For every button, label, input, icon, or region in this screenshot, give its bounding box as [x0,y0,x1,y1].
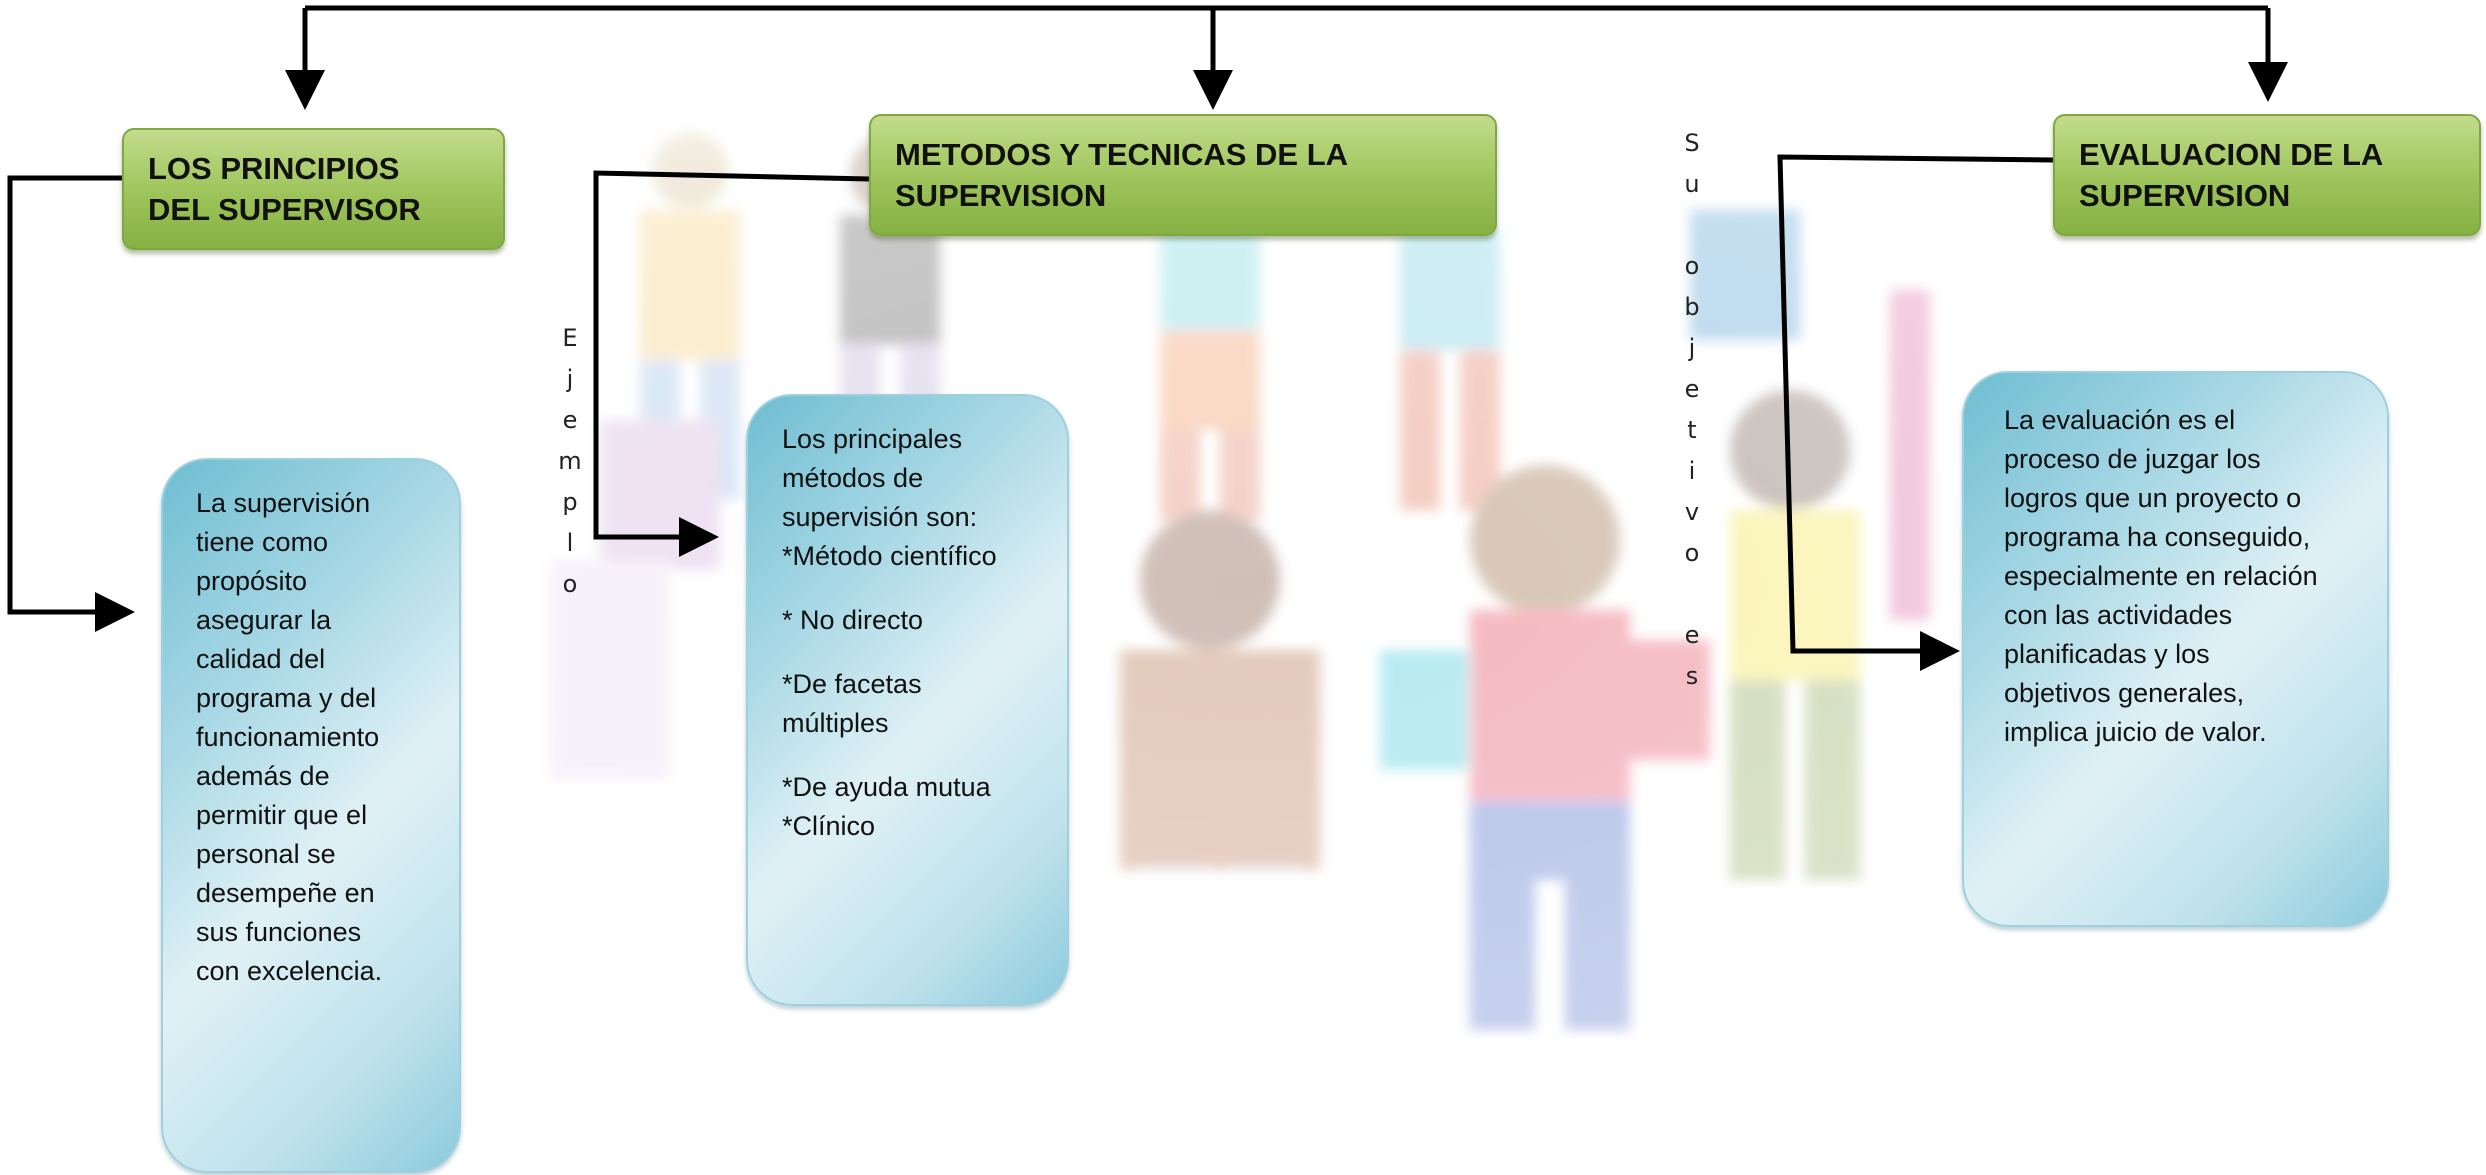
ejemplo-letter: j [566,365,574,393]
su-objetivos-letter: u [1684,170,1700,198]
su-objetivos-letter: j [1688,334,1696,362]
text-line: objetivos generales, [2004,678,2245,708]
arrow-methods-to-box [593,170,871,557]
arrow-principles-to-box [7,175,135,632]
su-objetivos-letter: o [1684,539,1700,567]
su-objetivos-letter: o [1684,252,1700,280]
method-item: múltiples [782,708,889,738]
su-objetivos-letter: s [1685,662,1699,690]
text-line: permitir que el [196,800,368,830]
method-item: *De facetas [782,669,922,699]
su-objetivos-letter: e [1684,375,1700,403]
evaluation-header: EVALUACION DE LA SUPERVISION [2053,114,2481,236]
text-line: implica juicio de valor. [2004,717,2267,747]
text-line: métodos de [782,463,924,493]
text-line: proceso de juzgar los [2004,444,2261,474]
text-line: desempeñe en [196,878,375,908]
method-item: *Clínico [782,811,876,841]
su-objetivos-letter: b [1684,293,1700,321]
ejemplo-letter: e [562,406,578,434]
methods-text: Los principales métodos de supervisión s… [782,420,1047,846]
su-objetivos-letter: v [1684,498,1700,526]
principles-content-box: La supervisión tiene como propósito aseg… [161,458,461,1173]
text-line: propósito [196,566,308,596]
text-line: calidad del [196,644,326,674]
text-line: con las actividades [2004,600,2233,630]
text-line: especialmente en relación [2004,561,2318,591]
principles-text: La supervisión tiene como propósito aseg… [196,484,435,991]
methods-content-box: Los principales métodos de supervisión s… [746,394,1069,1006]
text-line: Los principales [782,424,963,454]
su-objetivos-label: S u o b j e t i v o e s [1677,123,1707,697]
su-objetivos-letter: e [1684,621,1700,649]
su-objetivos-letter: S [1684,129,1700,157]
arrow-evaluation-to-box [1777,154,2054,671]
su-objetivos-letter [1677,574,1707,615]
evaluation-title: EVALUACION DE LA SUPERVISION [2079,137,2384,213]
text-line: personal se [196,839,336,869]
text-line: con excelencia. [196,956,383,986]
ejemplo-letter: p [562,488,578,516]
evaluation-content-box: La evaluación es el proceso de juzgar lo… [1962,371,2389,927]
text-line: programa ha conseguido, [2004,522,2311,552]
text-line: tiene como [196,527,329,557]
ejemplo-label: E j e m p l o [555,318,585,605]
ejemplo-letter: o [562,570,578,598]
su-objetivos-letter: t [1687,416,1697,444]
text-line: programa y del [196,683,377,713]
evaluation-text: La evaluación es el proceso de juzgar lo… [2004,401,2367,752]
method-item: *De ayuda mutua [782,772,991,802]
text-line: sus funciones [196,917,362,947]
text-line: funcionamiento [196,722,380,752]
ejemplo-letter: l [566,529,574,557]
su-objetivos-letter: i [1688,457,1696,485]
text-line: asegurar la [196,605,332,635]
text-line: logros que un proyecto o [2004,483,2302,513]
su-objetivos-letter [1677,205,1707,246]
ejemplo-letter: E [562,324,578,352]
method-item: * No directo [782,605,924,635]
methods-title: METODOS Y TECNICAS DE LA SUPERVISION [895,137,1349,213]
text-line: La evaluación es el [2004,405,2236,435]
methods-header: METODOS Y TECNICAS DE LA SUPERVISION [869,114,1497,236]
text-line: La supervisión [196,488,371,518]
ejemplo-letter: m [558,447,582,475]
text-line: planificadas y los [2004,639,2210,669]
principles-header: LOS PRINCIPIOS DEL SUPERVISOR [122,128,505,250]
principles-title: LOS PRINCIPIOS DEL SUPERVISOR [148,151,421,227]
text-line: supervisión son: [782,502,978,532]
text-line: además de [196,761,330,791]
method-item: *Método científico [782,541,997,571]
